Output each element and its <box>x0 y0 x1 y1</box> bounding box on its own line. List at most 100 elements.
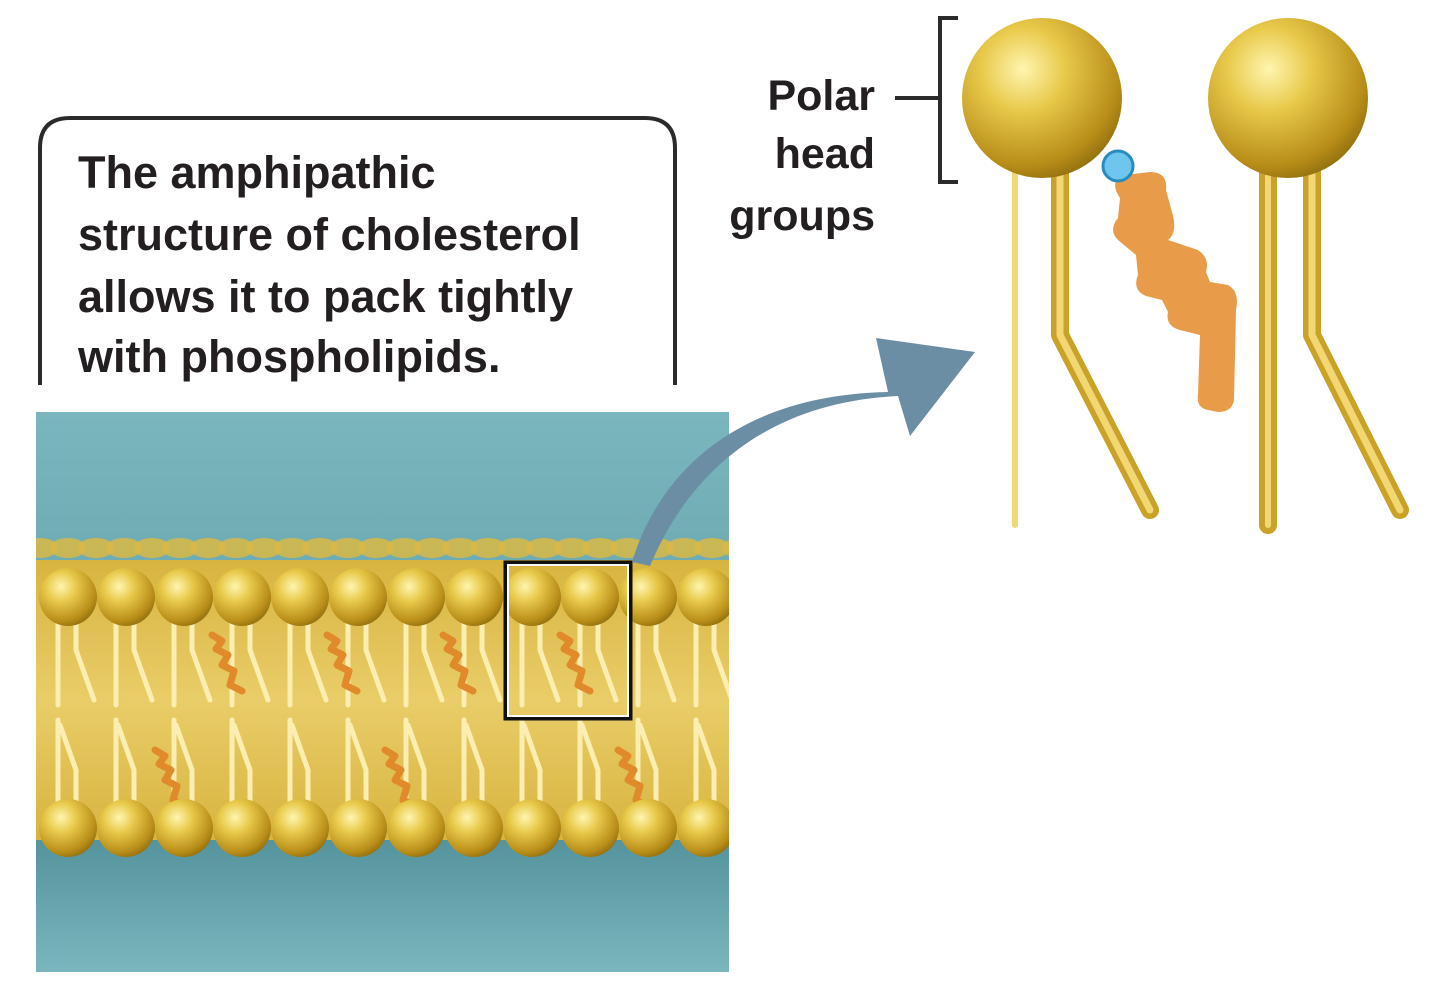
upper-lipid-head <box>213 568 271 626</box>
lower-lipid-head <box>271 799 329 857</box>
back-lipid-head <box>358 538 394 558</box>
membrane-cholesterol <box>439 631 477 695</box>
lower-tail-bent <box>756 725 772 815</box>
lower-tail-bent <box>695 722 717 818</box>
lower-lipid-head <box>503 799 561 857</box>
caption-line-1: The amphipathic <box>78 147 436 198</box>
membrane-cholesterol <box>323 631 361 695</box>
back-lipid-head <box>162 538 198 558</box>
caption-line-2: structure of cholesterol <box>78 209 581 260</box>
zoom-arrow <box>632 338 975 566</box>
membrane-cholesterol <box>556 631 594 695</box>
lower-lipid-head <box>735 799 793 857</box>
caption-border <box>38 116 677 385</box>
caption-line-3: allows it to pack tightly <box>78 271 573 322</box>
upper-lipid-head <box>503 568 561 626</box>
upper-lipid-head <box>329 568 387 626</box>
back-lipid-head <box>246 538 282 558</box>
back-head-row <box>36 538 729 558</box>
cholesterol-hydroxyl-group <box>1101 149 1135 183</box>
caption-box: The amphipathic structure of cholesterol… <box>38 116 677 385</box>
lower-water <box>36 820 729 972</box>
lower-tails <box>55 717 772 818</box>
lower-lipid-head <box>445 799 503 857</box>
upper-lipid-head <box>155 568 213 626</box>
membrane-cholesterol <box>208 631 246 695</box>
back-lipid-head <box>694 538 729 558</box>
back-lipid-head <box>554 538 590 558</box>
upper-lipid-head <box>39 568 97 626</box>
lower-lipid-head <box>213 799 271 857</box>
zoom-detail: Polar head groups <box>729 16 1409 534</box>
back-lipid-head <box>50 538 86 558</box>
lower-tail-bent <box>57 722 79 818</box>
back-lipid-head <box>582 538 618 558</box>
upper-lipid-head <box>445 568 503 626</box>
label-polar: Polar <box>767 72 875 120</box>
label-groups: groups <box>729 192 875 240</box>
lower-tail-bent <box>289 722 311 818</box>
lower-lipid-head <box>97 799 155 857</box>
right-lipid-tail-2-highlight <box>1308 161 1404 514</box>
back-lipid-head <box>442 538 478 558</box>
lower-lipid-head <box>39 799 97 857</box>
highlight-box-inner <box>507 564 629 717</box>
bottom-head-row <box>39 799 793 857</box>
lower-lipid-head <box>155 799 213 857</box>
right-lipid-tail-2 <box>1303 156 1409 519</box>
upper-lipid-head <box>271 568 329 626</box>
cholesterol-molecule <box>1113 172 1237 412</box>
membrane-cholesterol <box>614 746 652 810</box>
left-polar-head <box>962 18 1122 178</box>
back-lipid-head <box>414 538 450 558</box>
lower-tail-bent <box>637 722 659 818</box>
lower-tail-bent <box>405 722 427 818</box>
top-head-row <box>39 568 793 626</box>
membrane-cholesterol <box>151 746 189 810</box>
back-lipid-head <box>134 538 170 558</box>
back-lipid-head <box>526 538 562 558</box>
back-lipid-head <box>666 538 702 558</box>
lower-lipid-head <box>619 799 677 857</box>
lower-tail-bent <box>463 722 485 818</box>
label-head: head <box>775 130 875 178</box>
back-lipid-head <box>722 540 729 556</box>
back-lipid-head <box>274 538 310 558</box>
back-lipid-head <box>386 538 422 558</box>
lower-tail-bent <box>231 722 253 818</box>
back-lipid-head <box>470 538 506 558</box>
back-lipid-head <box>330 538 366 558</box>
back-lipid-head <box>498 538 534 558</box>
upper-lipid-head <box>97 568 155 626</box>
back-lipid-head <box>106 538 142 558</box>
caption-line-4: with phospholipids. <box>77 331 500 382</box>
polar-head-bracket <box>938 16 958 184</box>
back-lipid-head <box>78 538 114 558</box>
upper-lipid-head <box>619 568 677 626</box>
back-lipid-head <box>190 538 226 558</box>
lower-tail-bent <box>347 722 369 818</box>
back-lipid-head <box>218 538 254 558</box>
upper-lipid-head <box>677 568 729 626</box>
lower-lipid-head <box>677 799 729 857</box>
lower-lipid-head <box>561 799 619 857</box>
upper-tail-bent <box>772 605 790 700</box>
lower-lipid-head <box>387 799 445 857</box>
lower-tail-bent <box>579 722 601 818</box>
right-polar-head <box>1208 18 1368 178</box>
arrow-shape <box>632 338 975 566</box>
upper-lipid-head <box>561 568 619 626</box>
lower-tail-bent <box>173 722 195 818</box>
highlight-box <box>503 560 633 721</box>
lower-lipid-head <box>329 799 387 857</box>
lower-tail-bent <box>521 722 543 818</box>
membrane-cholesterol <box>381 746 419 810</box>
membrane-cholesterols <box>151 631 652 810</box>
upper-lipid-head <box>735 568 793 626</box>
membrane-panel <box>36 412 793 972</box>
lower-tail-bent <box>115 722 137 818</box>
left-lipid-tail-2-highlight <box>1056 161 1154 514</box>
back-lipid-head <box>302 538 338 558</box>
